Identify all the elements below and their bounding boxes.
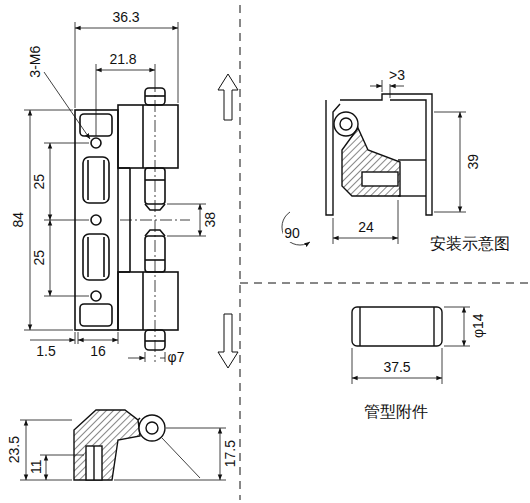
direction-arrow	[218, 74, 238, 120]
side-view	[74, 410, 165, 480]
dimension-label: 90	[283, 226, 301, 241]
view-caption: 管型附件	[363, 403, 429, 421]
dimension-label: >3	[388, 68, 406, 83]
dimension-label: 16	[89, 344, 107, 359]
dimension-label: 84	[11, 211, 26, 229]
installation-view	[326, 94, 432, 215]
dimension-label: 25	[32, 249, 47, 267]
dimension-label: 11	[28, 459, 43, 476]
dimension-label: 38	[203, 211, 218, 229]
center-line	[120, 220, 190, 221]
dimension-lines	[24, 22, 206, 362]
hinge-barrel	[118, 88, 178, 350]
divider-line	[240, 5, 241, 500]
dimension-label: 3-M6	[28, 45, 43, 79]
dimension-label: 24	[357, 220, 375, 235]
direction-arrow	[218, 314, 238, 368]
dimension-label: φ7	[167, 350, 186, 365]
dimension-label: 39	[466, 153, 481, 171]
center-line	[155, 80, 156, 362]
dimension-label: 17.5	[223, 439, 238, 468]
dimension-label: 1.5	[35, 344, 56, 359]
dimension-label: 36.3	[111, 10, 140, 25]
dimension-label: 37.5	[382, 360, 411, 375]
dimension-lines	[352, 307, 470, 384]
tube-accessory	[352, 307, 442, 346]
dimension-label: 21.8	[108, 52, 137, 67]
dimension-label: 23.5	[7, 435, 22, 464]
view-caption: 安装示意图	[429, 235, 511, 253]
dimension-label: φ14	[470, 313, 485, 340]
divider-line	[240, 283, 530, 284]
dimension-label: 25	[32, 173, 47, 191]
dimension-lines	[20, 420, 226, 480]
dimension-lines	[282, 80, 466, 245]
